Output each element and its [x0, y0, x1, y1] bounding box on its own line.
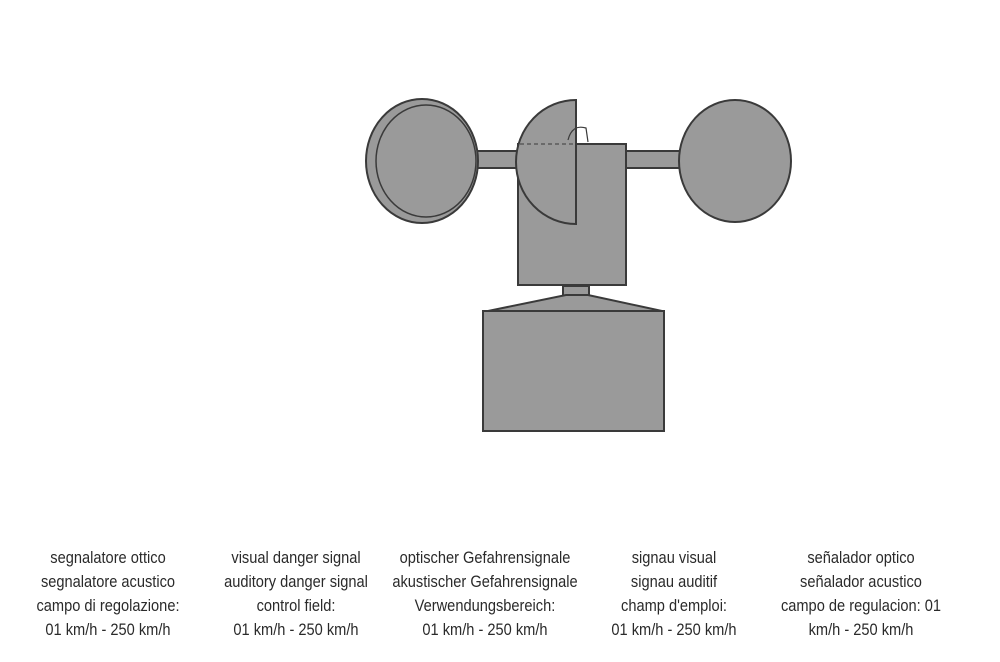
caption-line: campo de regulacion: 01 — [780, 596, 942, 615]
anemometer-cup-right — [678, 99, 792, 223]
caption-german: optischer Gefahrensignale akustischer Ge… — [390, 546, 579, 642]
anemometer-cup-mount — [567, 126, 589, 143]
caption-french: signau visual signau auditif champ d'emp… — [588, 546, 760, 642]
caption-line: segnalatore acustico — [40, 572, 176, 591]
caption-line: visual danger signal — [231, 548, 361, 567]
caption-row: segnalatore ottico segnalatore acustico … — [0, 546, 1000, 656]
caption-spanish: señalador optico señalador acustico camp… — [771, 546, 952, 642]
caption-line: campo di regolazione: — [36, 596, 180, 615]
caption-italian: segnalatore ottico segnalatore acustico … — [22, 546, 194, 642]
caption-line: signau auditif — [630, 572, 718, 591]
anemometer — [365, 98, 792, 432]
caption-line: signau visual — [631, 548, 717, 567]
caption-english: visual danger signal auditory danger sig… — [210, 546, 382, 642]
caption-line: 01 km/h - 250 km/h — [422, 620, 548, 639]
caption-line: Verwendungsbereich: — [414, 596, 556, 615]
caption-line: señalador optico — [807, 548, 915, 567]
caption-line: segnalatore ottico — [50, 548, 166, 567]
caption-line: 01 km/h - 250 km/h — [45, 620, 171, 639]
caption-line: 01 km/h - 250 km/h — [233, 620, 359, 639]
anemometer-cup-middle — [515, 98, 577, 226]
caption-line: auditory danger signal — [224, 572, 368, 591]
caption-line: optischer Gefahrensignale — [399, 548, 571, 567]
caption-line: señalador acustico — [800, 572, 922, 591]
anemometer-collar — [487, 294, 663, 312]
caption-line: 01 km/h - 250 km/h — [611, 620, 737, 639]
caption-line: akustischer Gefahrensignale — [392, 572, 578, 591]
caption-line: control field: — [256, 596, 336, 615]
anemometer-base — [482, 310, 665, 432]
caption-line: km/h - 250 km/h — [808, 620, 914, 639]
anemometer-cup-left — [375, 104, 477, 218]
caption-line: champ d'emploi: — [621, 596, 727, 615]
